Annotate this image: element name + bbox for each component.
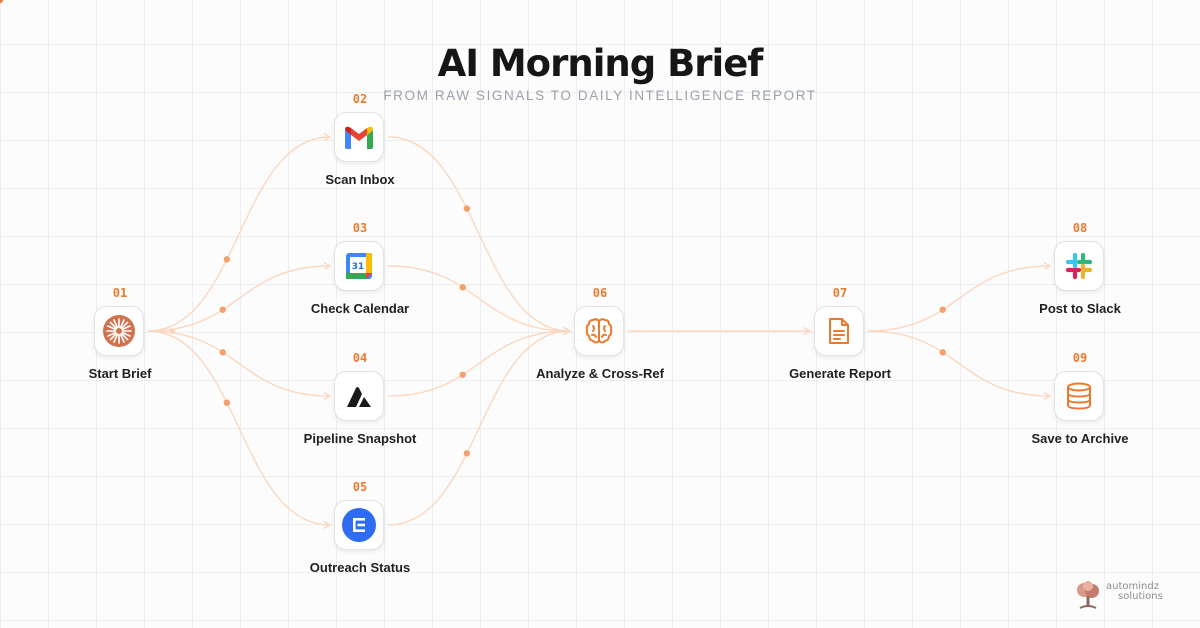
arrowhead-analyze-to-report: [803, 326, 812, 336]
node-label: Outreach Status: [309, 560, 411, 575]
document-icon: [814, 306, 864, 356]
flow-dot: [223, 399, 231, 406]
arrowhead-outreach-to-analyze: [563, 326, 572, 336]
connector-start-to-outreach: [147, 330, 331, 526]
slack-icon: [1054, 241, 1104, 291]
junction-dot: [169, 328, 175, 334]
step-number: 05: [352, 480, 368, 494]
node-label: Analyze & Cross-Ref: [536, 366, 664, 381]
connector-inbox-to-analyze: [387, 136, 571, 332]
outreach-app-icon: [334, 500, 384, 550]
workflow-node-post-to-slack[interactable]: 08 Post to Slack: [980, 221, 1180, 331]
workflow-node-outreach-status[interactable]: 05 Outreach Status: [260, 480, 460, 590]
company-logo: automindz solutions: [1072, 580, 1172, 610]
workflow-node-start-brief[interactable]: 01 Start Brief: [20, 286, 220, 396]
arrowhead-report-to-slack: [1043, 261, 1052, 271]
gmail-icon: [334, 112, 384, 162]
workflow-node-check-calendar[interactable]: 03 31 Check Calendar: [260, 221, 460, 331]
arrowhead-start-to-outreach: [323, 520, 332, 530]
step-number: 04: [352, 351, 368, 365]
connector-report-to-slack: [867, 265, 1051, 332]
node-label: Pipeline Snapshot: [303, 431, 417, 446]
flow-dot: [463, 450, 471, 457]
step-number: 07: [832, 286, 848, 300]
step-number: 08: [1072, 221, 1088, 235]
brain-tree-logo-icon: [1077, 581, 1099, 609]
flow-dot: [223, 256, 231, 263]
workflow-node-pipeline-snapshot[interactable]: 04 Pipeline Snapshot: [260, 351, 460, 461]
brain-icon: [574, 306, 624, 356]
step-number: 02: [352, 92, 368, 106]
connector-start-to-inbox: [147, 136, 331, 332]
node-label: Start Brief: [88, 366, 152, 381]
flow-dot: [939, 306, 946, 313]
connector-start-to-calendar: [147, 265, 331, 332]
node-label: Scan Inbox: [325, 172, 395, 187]
arrowhead-start-to-inbox: [323, 132, 332, 142]
starburst-icon: [94, 306, 144, 356]
corner-accent: [0, 0, 3, 3]
step-number: 03: [352, 221, 368, 235]
node-label: Generate Report: [789, 366, 891, 381]
workflow-node-save-to-archive[interactable]: 09 Save to Archive: [980, 351, 1180, 461]
flow-dot: [219, 349, 226, 356]
logo-text: automindz solutions: [1106, 582, 1163, 602]
logo-line-1: automindz: [1106, 581, 1159, 592]
page-title: AI Morning Brief: [437, 42, 764, 85]
step-number: 01: [112, 286, 128, 300]
arrowhead-start-to-calendar: [323, 261, 332, 271]
step-number: 09: [1072, 351, 1088, 365]
connector-calendar-to-analyze: [387, 265, 571, 332]
connector-outreach-to-analyze: [387, 330, 571, 526]
flow-dot: [939, 349, 946, 356]
flow-dot: [459, 371, 466, 378]
connector-pipeline-to-analyze: [387, 330, 571, 397]
node-label: Check Calendar: [310, 301, 410, 316]
connector-report-to-archive: [867, 330, 1051, 397]
workflow-node-analyze-cross-ref[interactable]: 06 Analyze & Cross-Ref: [500, 286, 700, 396]
logo-line-2: solutions: [1118, 591, 1163, 602]
connector-start-to-pipeline: [147, 330, 331, 397]
step-number: 06: [592, 286, 608, 300]
svg-text:31: 31: [352, 262, 365, 272]
workflow-node-generate-report[interactable]: 07 Generate Report: [740, 286, 940, 396]
workflow-node-scan-inbox[interactable]: 02 Scan Inbox: [260, 92, 460, 202]
pipeline-app-icon: [334, 371, 384, 421]
flow-dot: [463, 205, 471, 212]
google-calendar-icon: 31: [334, 241, 384, 291]
database-icon: [1054, 371, 1104, 421]
page-subtitle: FROM RAW SIGNALS TO DAILY INTELLIGENCE R…: [383, 88, 817, 103]
node-label: Post to Slack: [1039, 301, 1121, 316]
flow-dot: [459, 284, 466, 291]
flow-dot: [219, 306, 226, 313]
node-label: Save to Archive: [1031, 431, 1129, 446]
arrowhead-start-to-pipeline: [323, 391, 332, 401]
arrowhead-report-to-archive: [1043, 391, 1052, 401]
